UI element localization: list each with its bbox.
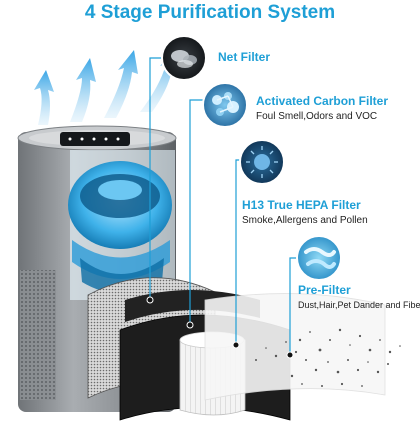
carbon-filter-marker	[186, 321, 194, 329]
hepa-filter-marker	[232, 341, 240, 349]
pre-filter-desc: Dust,Hair,Pet Dander and Fiber	[298, 300, 420, 310]
net-filter-icon	[161, 35, 207, 81]
activated-carbon-icon	[202, 82, 248, 128]
net-filter-marker	[146, 296, 154, 304]
pre-filter-label: Pre-Filter	[298, 283, 351, 297]
hepa-filter-desc: Smoke,Allergens and Pollen	[242, 215, 368, 226]
pre-filter-icon	[296, 235, 342, 281]
net-filter-label: Net Filter	[218, 50, 271, 64]
page-title: 4 Stage Purification System	[84, 2, 336, 23]
pre-filter-layer	[204, 293, 386, 401]
dust-particles	[255, 328, 401, 387]
activated-carbon-desc: Foul Smell,Odors and VOC	[256, 111, 378, 122]
hepa-filter-label: H13 True HEPA Filter	[242, 198, 361, 212]
fan-assembly	[68, 150, 175, 300]
hepa-filter-icon	[239, 139, 285, 185]
pre-filter-marker	[286, 351, 294, 359]
activated-carbon-label: Activated Carbon Filter	[256, 94, 389, 108]
